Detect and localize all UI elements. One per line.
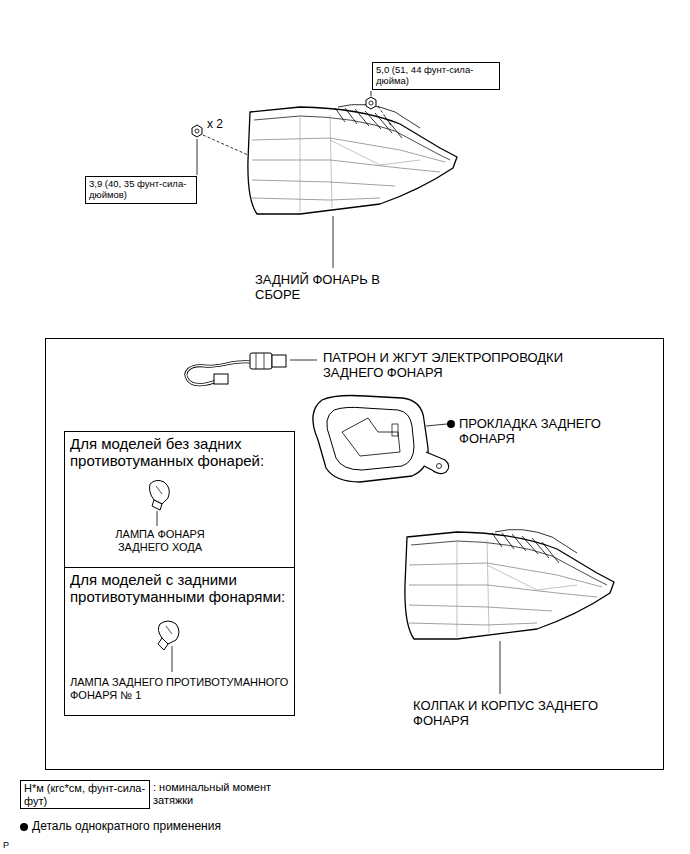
variant-box: Для моделей без задних противотуманных ф… xyxy=(64,431,295,568)
torque-box: 3,9 (40, 35 фунт-сила-дюймов) xyxy=(85,176,197,204)
part-name: ЗАДНИЙ ФОНАРЬ В СБОРЕ xyxy=(255,273,405,303)
bullet-mark xyxy=(20,823,28,831)
page-mark: P xyxy=(3,840,23,850)
part-name: 3,9 (40, 35 фунт-сила-дюймов) xyxy=(89,179,193,201)
variant-heading: Для моделей без задних противотуманных ф… xyxy=(70,435,292,470)
quantity-label: x 2 xyxy=(207,118,247,132)
variant-heading: Для моделей с задними противотуманными ф… xyxy=(70,571,292,606)
part-name: ЛАМПА ЗАДНЕГО ПРОТИВОТУМАННОГО ФОНАРЯ № … xyxy=(70,676,292,701)
part-name: Н*м (кгс*см, фунт-сила-фут) xyxy=(24,782,146,807)
part-name: 5,0 (51, 44 фунт-сила-дюйма) xyxy=(376,65,496,87)
variant-box: Для моделей с задними противотуманными ф… xyxy=(64,568,295,716)
nut xyxy=(192,97,376,137)
part-name: КОЛПАК И КОРПУС ЗАДНЕГО ФОНАРЯ xyxy=(413,699,633,729)
gasket xyxy=(313,396,449,483)
legend-torque-box: Н*м (кгс*см, фунт-сила-фут) xyxy=(20,780,150,809)
part-name: ЛАМПА ФОНАРЯ ЗАДНЕГО ХОДА xyxy=(95,528,225,553)
part-name: ПРОКЛАДКА ЗАДНЕГО ФОНАРЯ xyxy=(459,417,654,447)
legend-note: : номинальный момент затяжки xyxy=(153,781,283,806)
part-name: ПАТРОН И ЖГУТ ЭЛЕКТРОПРОВОДКИ ЗАДНЕГО ФО… xyxy=(323,351,623,381)
legend-text: Деталь однократного применения xyxy=(32,820,221,834)
group-frame: ПАТРОН И ЖГУТ ЭЛЕКТРОПРОВОДКИ ЗАДНЕГО ФО… xyxy=(45,338,664,770)
socket-harness xyxy=(186,353,286,385)
torque-box: 5,0 (51, 44 фунт-сила-дюйма) xyxy=(372,62,500,90)
bulb xyxy=(150,480,180,650)
